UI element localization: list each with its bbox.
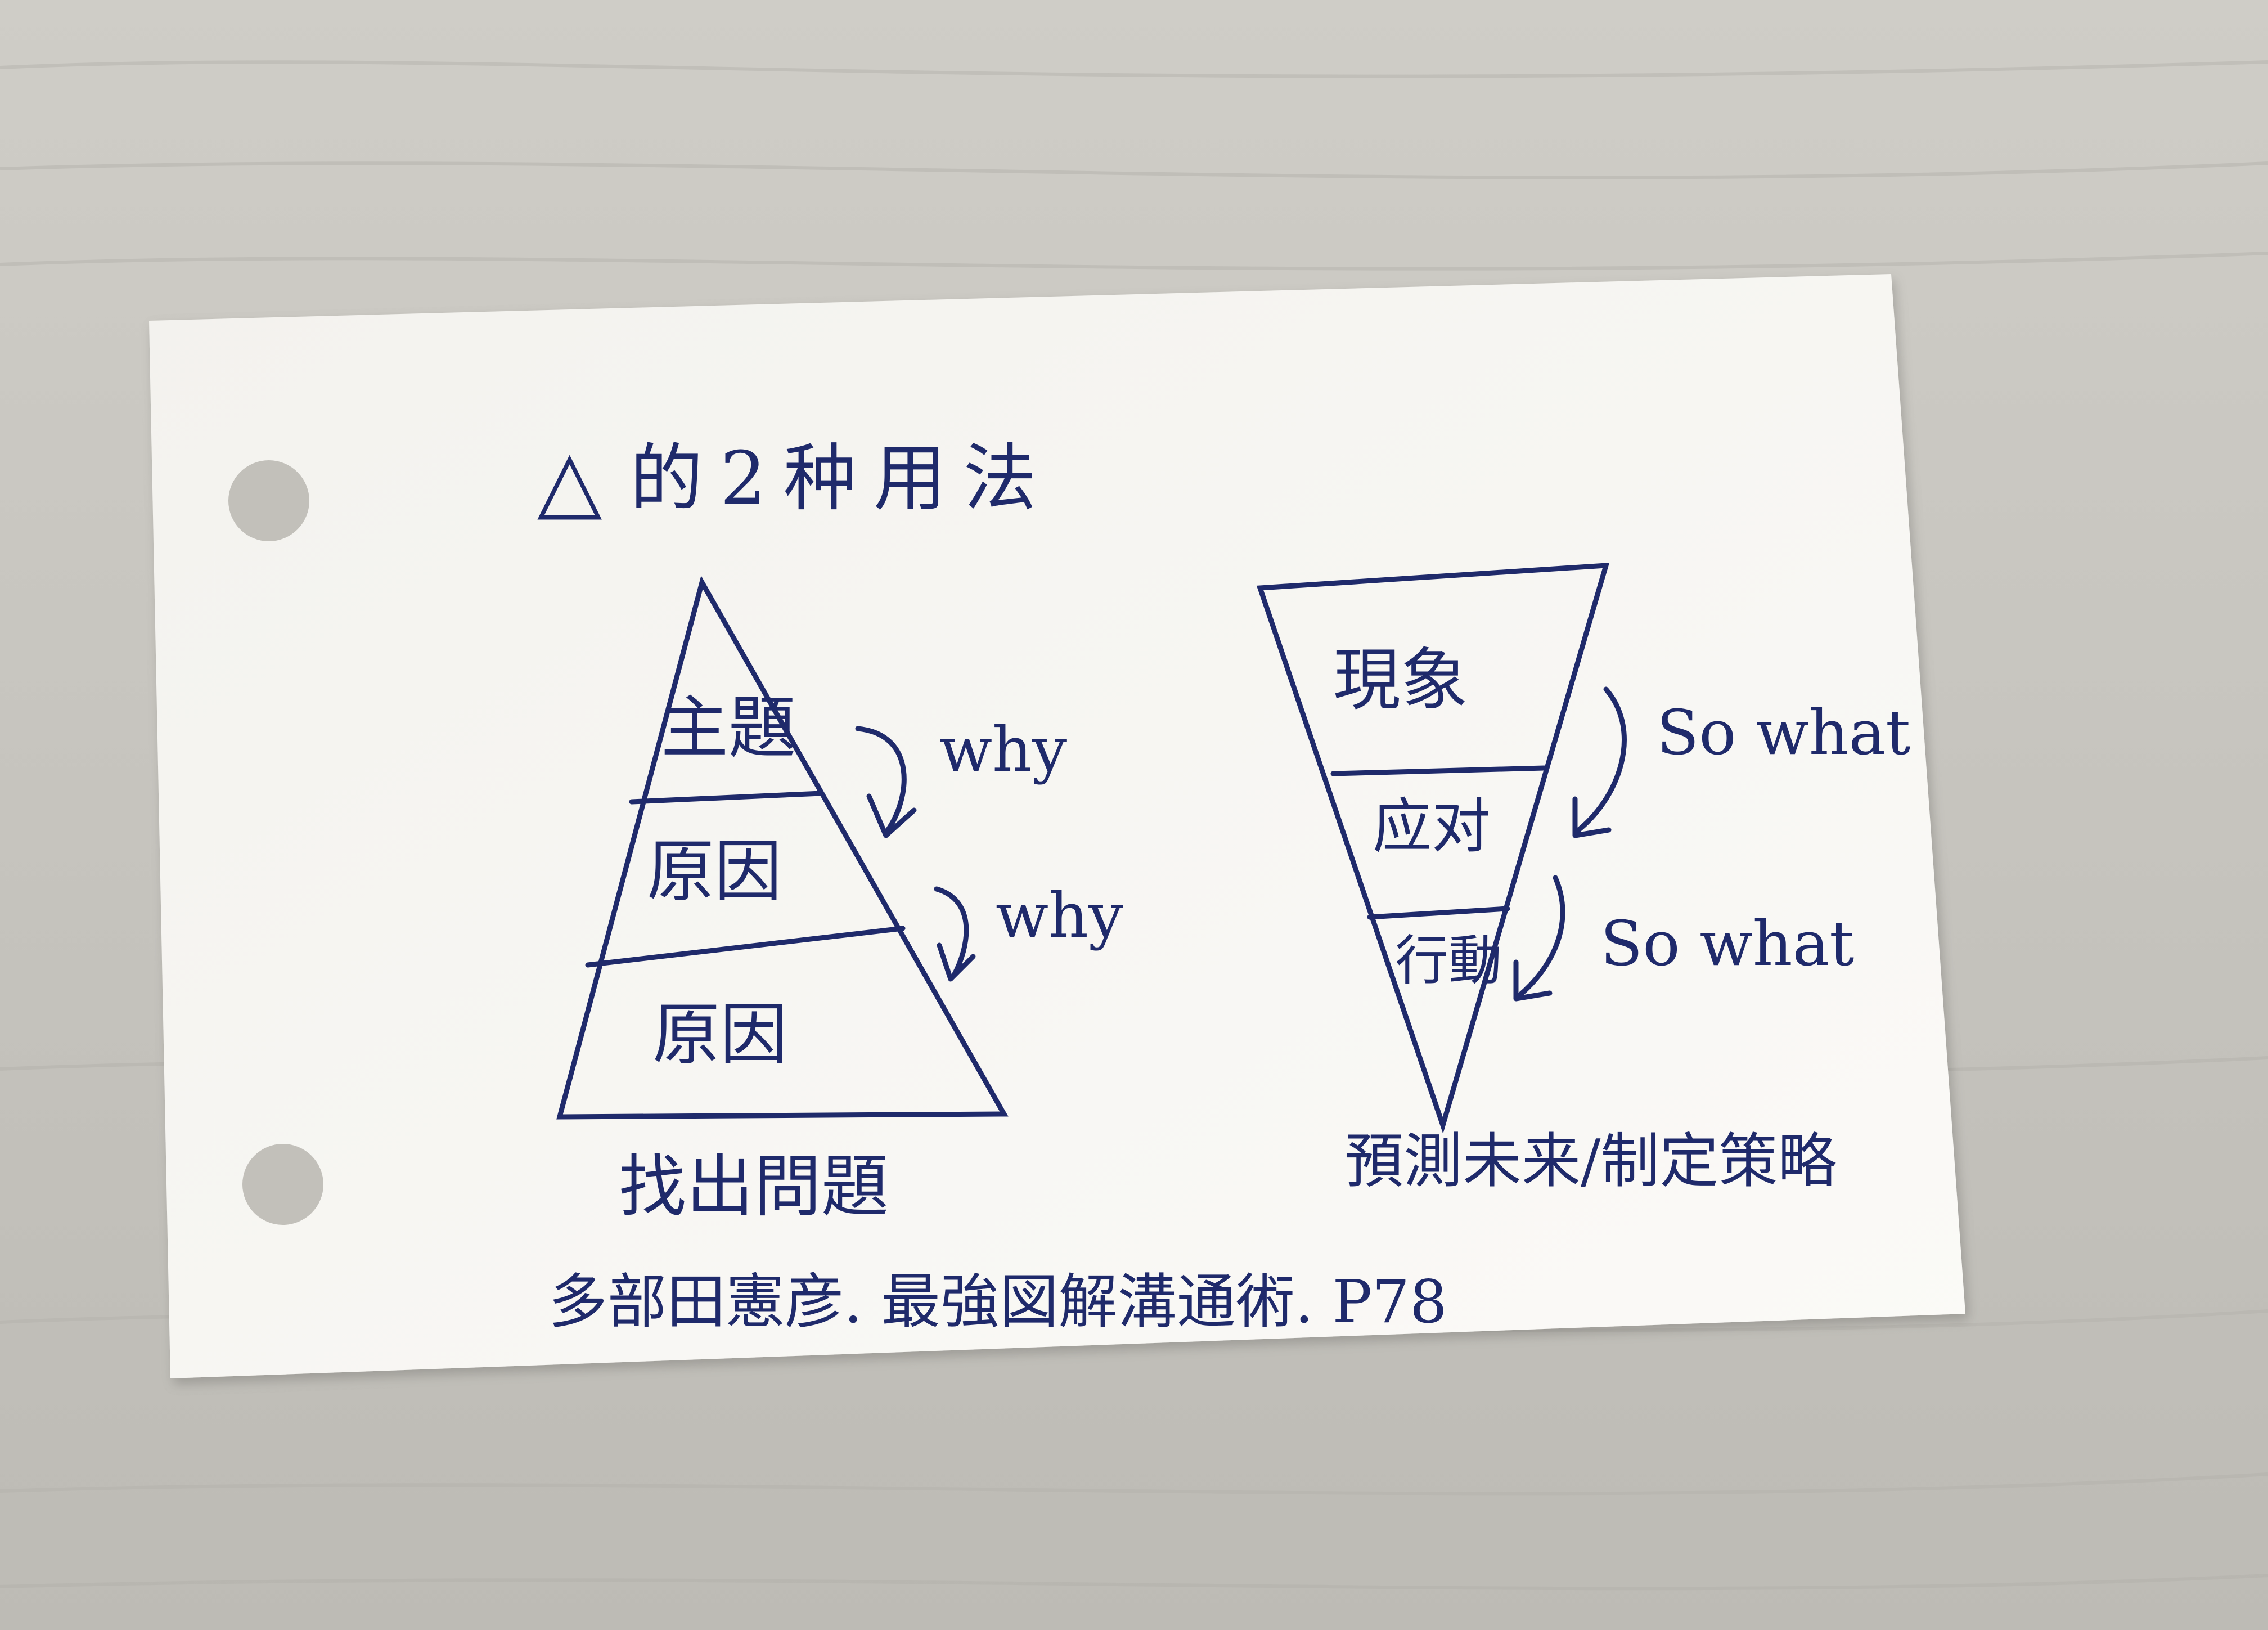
pyramid-layer-2: 原因 (647, 833, 782, 911)
curved-arrow-icon (934, 886, 976, 982)
inverted-pyramid-outline (1256, 563, 1610, 1134)
card-title: 的2种用法 (630, 435, 1054, 521)
left-caption: 找出問題 (619, 1148, 889, 1226)
inverted-layer-2: 应对 (1372, 792, 1491, 861)
so-what-label-1: So what (1657, 697, 1910, 769)
pyramid-layer-3: 原因 (652, 996, 788, 1074)
index-card (149, 274, 1965, 1378)
punch-hole (242, 1144, 323, 1225)
curved-arrow-icon (1572, 686, 1627, 838)
right-arrows (1513, 686, 1627, 1002)
why-label-1: why (939, 713, 1067, 785)
right-inverted-pyramid (1256, 563, 1610, 1134)
pyramid-outline (556, 576, 1009, 1120)
inverted-pyramid-divider (1330, 765, 1547, 776)
pyramid-layer-1: 主題 (661, 689, 796, 767)
inverted-layer-3: 行動 (1395, 930, 1502, 992)
pyramid-divider (629, 791, 824, 805)
so-what-label-2: So what (1600, 908, 1854, 980)
inverted-layer-1: 現象 (1333, 641, 1468, 720)
pyramid-divider (585, 926, 906, 968)
why-label-2: why (996, 879, 1123, 951)
title-triangle-icon: △ (537, 432, 602, 529)
left-pyramid (556, 576, 1009, 1120)
left-arrows (855, 726, 976, 982)
citation: 多部田憲彦. 最強図解溝通術. P78 (548, 1268, 1447, 1336)
right-caption: 預測未来/制定策略 (1344, 1127, 1837, 1196)
punch-hole (228, 460, 309, 541)
curved-arrow-icon (1513, 875, 1565, 1002)
inverted-pyramid-divider (1367, 906, 1510, 920)
curved-arrow-icon (855, 726, 917, 838)
